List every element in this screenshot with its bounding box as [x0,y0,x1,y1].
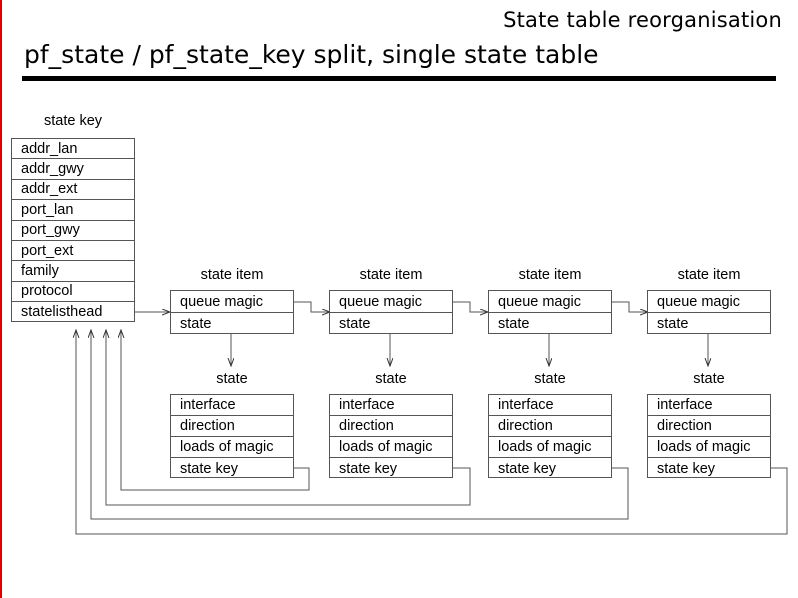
state-table: interface direction loads of magic state… [329,394,453,478]
state-item-caption: state item [359,267,423,283]
state-caption: state [693,371,725,387]
state-key-field: statelisthead [21,304,103,321]
state-field: interface [171,395,293,416]
state-field: direction [330,416,452,437]
state-key-field: port_lan [12,200,134,221]
state-item-field: state [339,316,371,332]
slide-title: pf_state / pf_state_key split, single st… [24,40,599,69]
state-item-field: queue magic [648,291,770,313]
state-item-field: queue magic [489,291,611,313]
state-field: state key [180,460,239,477]
state-item-field: queue magic [330,291,452,313]
state-field: direction [489,416,611,437]
state-field: interface [489,395,611,416]
state-field: state key [498,460,557,477]
state-key-field: addr_ext [12,180,134,201]
state-item-caption: state item [677,267,741,283]
state-table: interface direction loads of magic state… [170,394,294,478]
state-key-field: port_gwy [12,221,134,241]
state-item-caption: state item [200,267,264,283]
state-field: interface [648,395,770,416]
state-field: loads of magic [171,437,293,458]
state-caption: state [534,371,566,387]
state-key-field: family [12,261,134,282]
state-key-field: addr_lan [12,139,134,160]
state-item-field: state [180,316,212,332]
state-item-table: queue magic state [488,290,612,334]
state-field: loads of magic [330,437,452,458]
state-item-field: state [498,316,530,332]
state-item-caption: state item [518,267,582,283]
state-key-field: protocol [12,282,134,303]
state-caption: state [375,371,407,387]
state-table: interface direction loads of magic state… [647,394,771,478]
state-caption: state [216,371,248,387]
state-field: loads of magic [489,437,611,458]
state-field: loads of magic [648,437,770,458]
state-item-field: state [657,316,689,332]
state-key-field: addr_gwy [12,159,134,180]
state-table: interface direction loads of magic state… [488,394,612,478]
title-underline-rule [22,76,776,81]
slide-left-edge-bar [0,0,2,598]
state-item-table: queue magic state [647,290,771,334]
state-field: interface [330,395,452,416]
state-item-table: queue magic state [329,290,453,334]
state-field: state key [657,460,716,477]
state-key-field: port_ext [12,241,134,262]
state-field: direction [171,416,293,437]
state-key-table: addr_lan addr_gwy addr_ext port_lan port… [11,138,135,322]
state-field: state key [339,460,398,477]
slide-subtitle: State table reorganisation [503,8,782,32]
state-item-field: queue magic [171,291,293,313]
state-item-table: queue magic state [170,290,294,334]
state-key-caption: state key [43,113,103,129]
state-field: direction [648,416,770,437]
